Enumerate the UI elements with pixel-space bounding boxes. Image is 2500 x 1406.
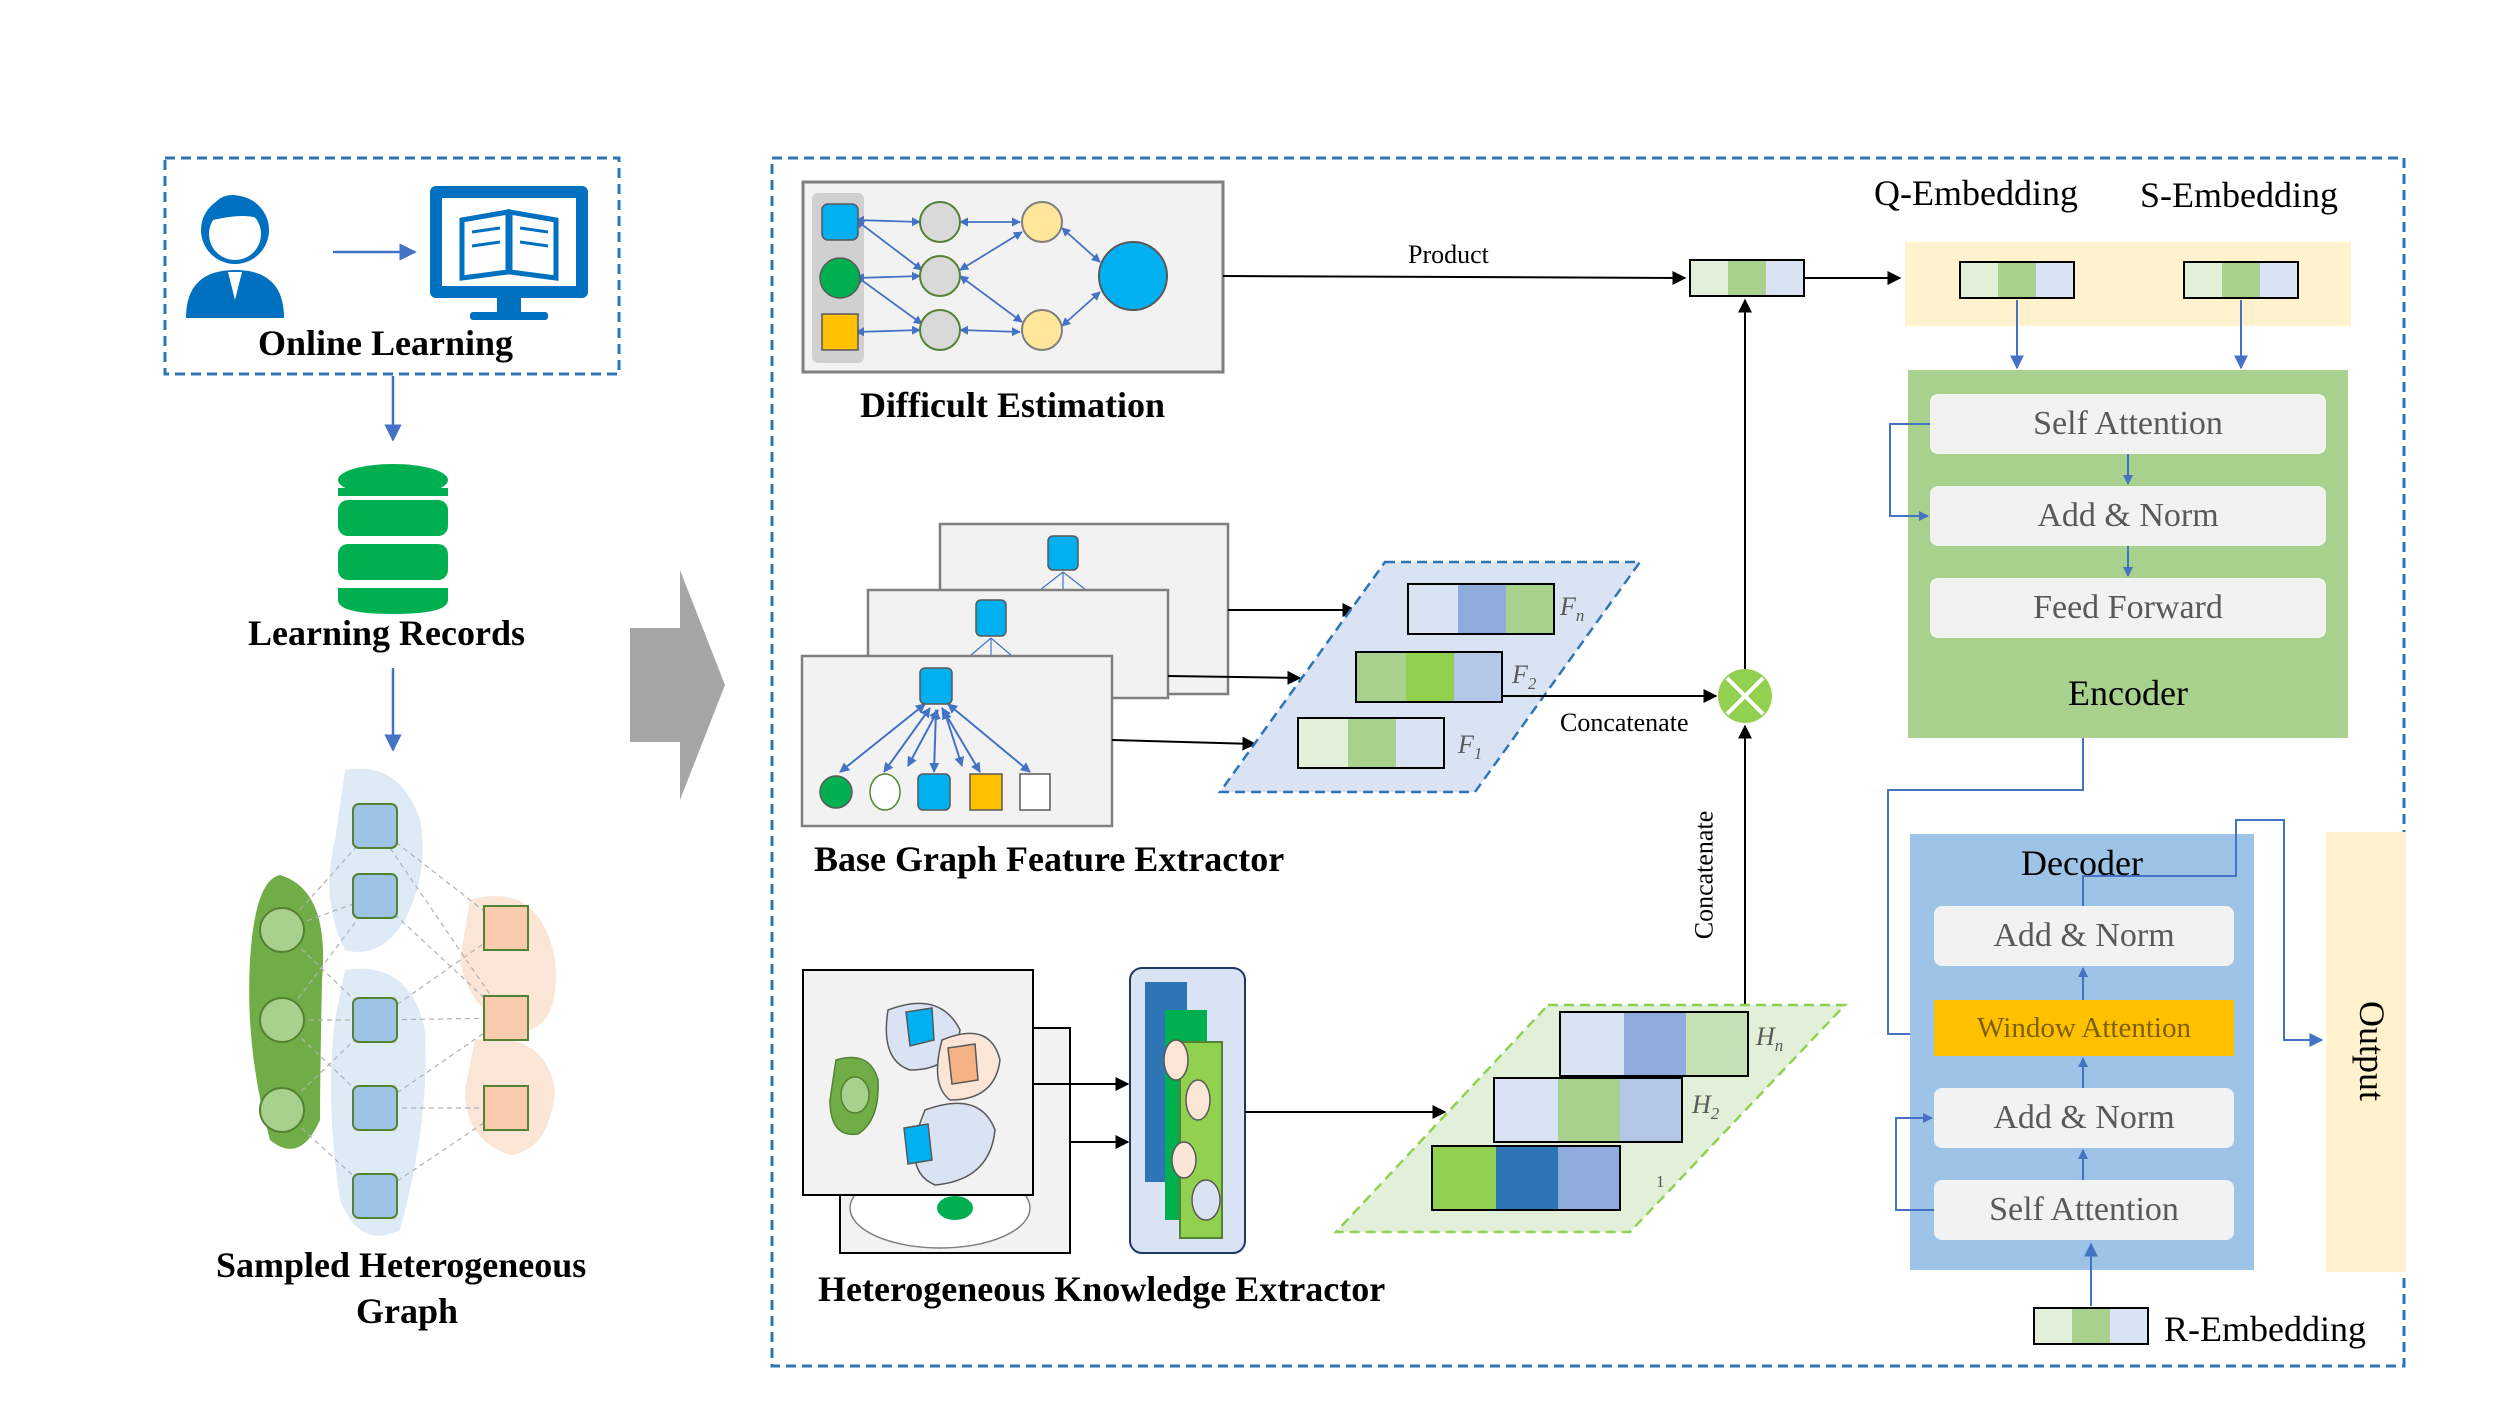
difficult-estimation-graph <box>812 193 1168 363</box>
product-label: Product <box>1408 240 1489 269</box>
encoder-title: Encoder <box>2068 673 2188 713</box>
h-1-sub-label: 1 <box>1656 1172 1665 1191</box>
s-embedding-vector <box>2183 261 2299 299</box>
hetero-extractor-graphic <box>802 967 1246 1254</box>
sampled-graph-label-line1: Sampled Heterogeneous <box>216 1245 587 1285</box>
h-2-label: H2 <box>1692 1090 1720 1124</box>
output-band <box>2326 832 2406 1272</box>
learning-records-label: Learning Records <box>248 613 525 653</box>
r-embedding-vector <box>2033 1307 2149 1345</box>
h-n-label: Hn <box>1756 1022 1784 1056</box>
q-embedding-label: Q-Embedding <box>1874 173 2078 213</box>
big-right-arrow <box>630 570 725 800</box>
encoder-self-attention: Self Attention <box>2033 405 2223 442</box>
q-embedding-vector <box>1959 261 2075 299</box>
base-graph-label: Base Graph Feature Extractor <box>814 839 1285 879</box>
student-icon <box>186 195 284 318</box>
database-icon <box>338 464 448 614</box>
f-2-label: F2 <box>1512 660 1537 694</box>
encoder-feed-forward: Feed Forward <box>2033 589 2223 626</box>
product-vector <box>1689 259 1805 297</box>
f-n-label: Fn <box>1560 592 1585 626</box>
difficult-estimation-label: Difficult Estimation <box>860 385 1165 425</box>
output-label: Output <box>2352 1000 2393 1102</box>
concatenate-h-label: Concatenate <box>1560 708 1689 737</box>
decoder-title: Decoder <box>2021 843 2143 883</box>
r-embedding-label: R-Embedding <box>2164 1309 2366 1349</box>
f-1-label: F1 <box>1458 730 1483 764</box>
decoder-window-attention: Window Attention <box>1977 1011 2191 1044</box>
hetero-extractor-label: Heterogeneous Knowledge Extractor <box>818 1269 1386 1309</box>
h-vectors <box>1431 1011 1749 1211</box>
encoder-add-norm: Add & Norm <box>2037 497 2219 534</box>
online-learning-label: Online Learning <box>258 323 514 363</box>
s-embedding-label: S-Embedding <box>2140 175 2338 215</box>
concatenate-v-label: Concatenate <box>1689 810 1719 940</box>
monitor-book-icon <box>430 186 588 320</box>
decoder-self-attention: Self Attention <box>1989 1191 2179 1228</box>
concat-node <box>1718 669 1772 723</box>
f-vectors <box>1297 583 1555 769</box>
decoder-add-norm-top: Add & Norm <box>1993 917 2175 954</box>
base-graph-stack <box>800 522 1230 828</box>
main-panel-frame <box>770 156 2406 1368</box>
sampled-heterogeneous-graph <box>249 768 556 1236</box>
decoder-add-norm-bottom: Add & Norm <box>1993 1099 2175 1136</box>
online-learning-frame <box>163 156 621 376</box>
sampled-graph-label-line2: Graph <box>356 1291 459 1331</box>
